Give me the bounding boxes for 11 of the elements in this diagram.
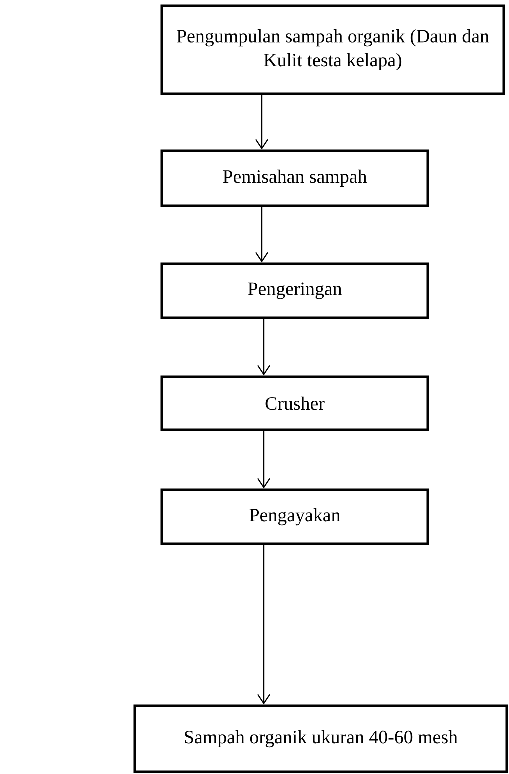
process-box: Sampah organik ukuran 40-60 mesh: [134, 704, 508, 774]
process-box: Pengumpulan sampah organik (Daun dan Kulit testa kelapa): [160, 4, 506, 96]
process-box: Crusher: [160, 376, 430, 432]
arrow: [258, 319, 270, 376]
arrow: [258, 545, 270, 705]
process-box: Pengeringan: [160, 262, 430, 320]
process-box: Pemisahan sampah: [160, 150, 430, 208]
process-box: Pengayakan: [160, 488, 430, 546]
arrow: [256, 207, 268, 263]
arrow: [256, 95, 268, 150]
arrow: [258, 431, 270, 489]
